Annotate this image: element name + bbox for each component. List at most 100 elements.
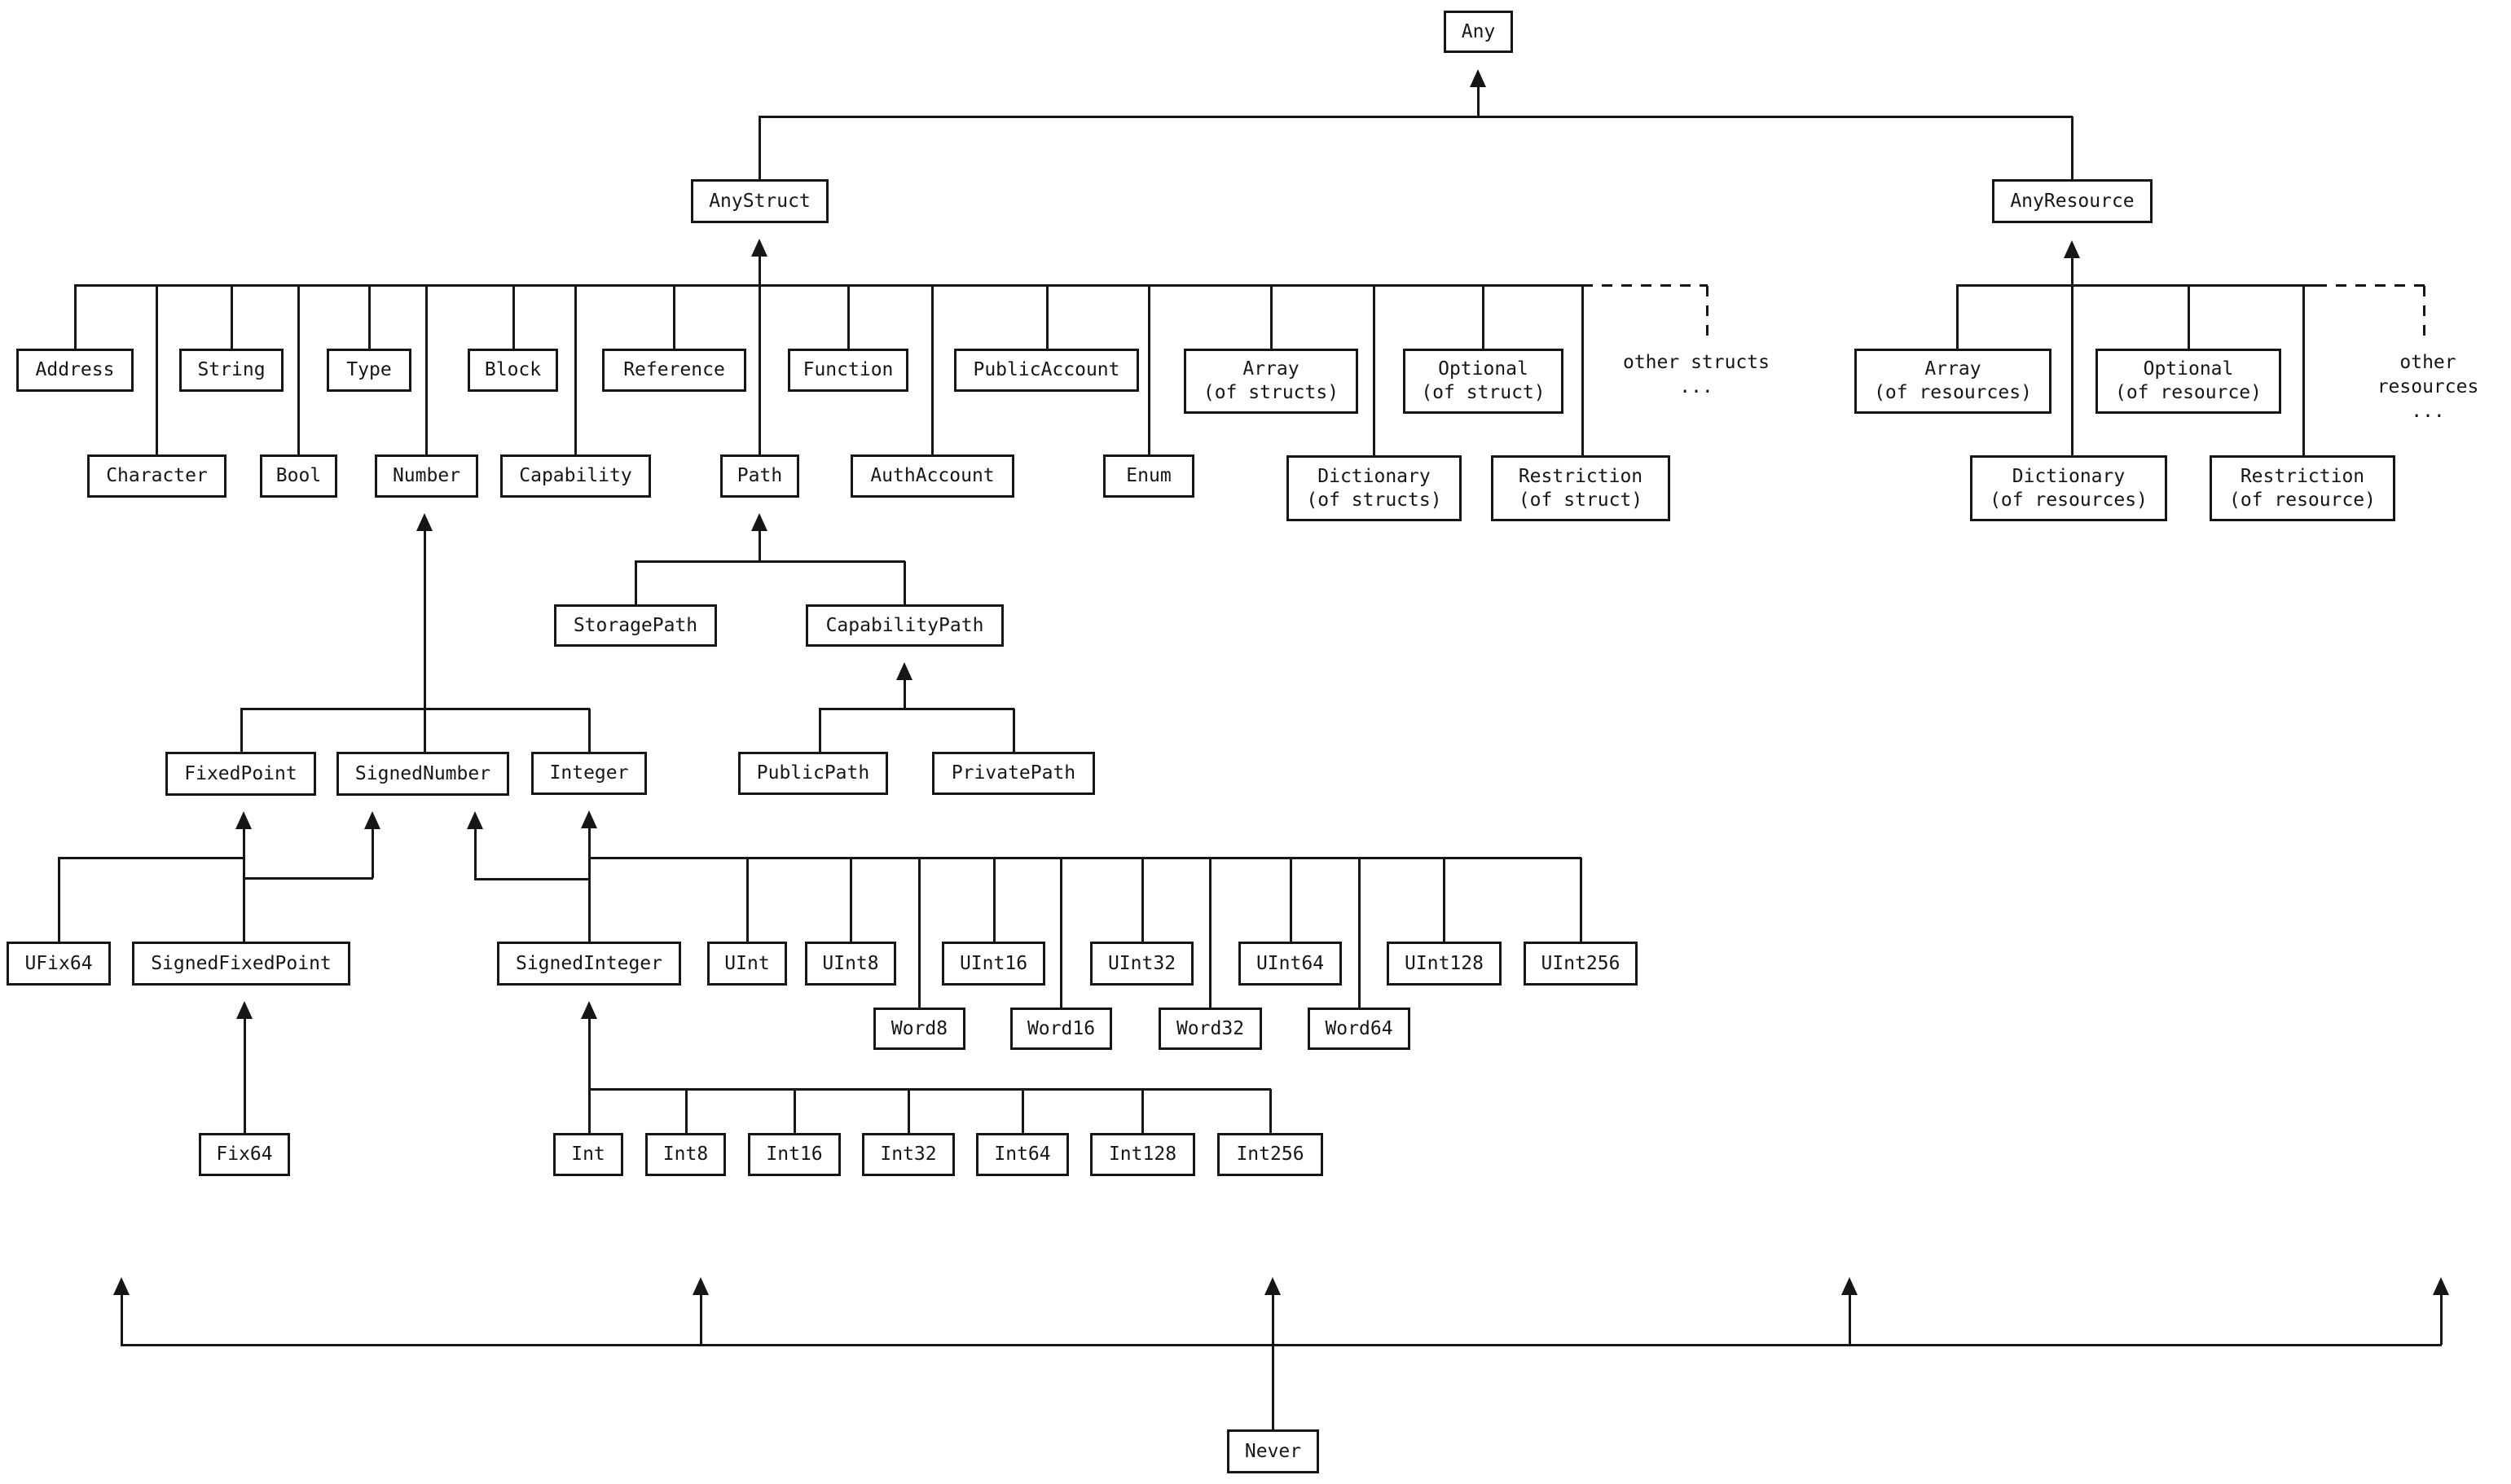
connector-line bbox=[574, 285, 577, 454]
node-int8: Int8 bbox=[645, 1133, 726, 1176]
node-uint128: UInt128 bbox=[1387, 942, 1502, 986]
arrowhead-up-icon bbox=[896, 662, 912, 680]
connector-line bbox=[2316, 284, 2425, 287]
node-int32: Int32 bbox=[862, 1133, 955, 1176]
connector-line bbox=[1581, 285, 1584, 455]
connector-line bbox=[819, 708, 1014, 710]
node-block: Block bbox=[468, 349, 558, 392]
arrowhead-up-icon bbox=[2433, 1277, 2449, 1295]
arrowhead-up-icon bbox=[1841, 1277, 1858, 1295]
node-uint: UInt bbox=[707, 942, 787, 986]
node-array-of-structs: Array (of structs) bbox=[1184, 349, 1358, 414]
connector-line bbox=[58, 857, 244, 859]
connector-line bbox=[918, 858, 921, 1008]
connector-line bbox=[474, 829, 477, 879]
connector-line bbox=[121, 1344, 2442, 1346]
node-restriction-of-struct: Restriction (of struct) bbox=[1491, 455, 1670, 521]
connector-line bbox=[156, 285, 158, 454]
connector-line bbox=[1046, 285, 1049, 349]
arrowhead-up-icon bbox=[693, 1277, 709, 1295]
connector-line bbox=[74, 284, 1584, 287]
arrowhead-up-icon bbox=[581, 1001, 597, 1019]
connector-line bbox=[1209, 858, 1212, 1008]
connector-line bbox=[1582, 284, 1708, 287]
node-int256: Int256 bbox=[1217, 1133, 1323, 1176]
node-privatepath: PrivatePath bbox=[932, 752, 1095, 795]
connector-line bbox=[297, 285, 300, 454]
arrowhead-up-icon bbox=[751, 239, 767, 257]
node-optional-of-struct: Optional (of struct) bbox=[1403, 349, 1563, 414]
connector-line bbox=[993, 858, 996, 942]
connector-line bbox=[1358, 858, 1361, 1008]
connector-line bbox=[588, 828, 591, 942]
connector-line bbox=[474, 878, 590, 880]
node-uint32: UInt32 bbox=[1090, 942, 1194, 986]
node-address: Address bbox=[16, 349, 134, 392]
connector-line bbox=[1141, 1089, 1144, 1133]
connector-line bbox=[1443, 858, 1445, 942]
connector-line bbox=[424, 531, 426, 752]
connector-line bbox=[746, 858, 749, 942]
connector-line bbox=[368, 285, 371, 349]
connector-line bbox=[1849, 1295, 1851, 1345]
node-integer: Integer bbox=[531, 752, 647, 795]
connector-line bbox=[2423, 286, 2425, 338]
connector-line bbox=[2302, 285, 2305, 455]
label-other-structs: other structs ... bbox=[1622, 352, 1770, 397]
node-dictionary-of-resources: Dictionary (of resources) bbox=[1970, 455, 2167, 521]
node-restriction-of-resource: Restriction (of resource) bbox=[2210, 455, 2395, 521]
connector-line bbox=[685, 1089, 688, 1133]
node-dictionary-of-structs: Dictionary (of structs) bbox=[1286, 455, 1462, 521]
connector-line bbox=[1270, 285, 1273, 349]
node-capabilitypath: CapabilityPath bbox=[806, 604, 1004, 647]
node-type: Type bbox=[327, 349, 411, 392]
node-never: Never bbox=[1227, 1429, 1319, 1473]
connector-line bbox=[588, 709, 591, 752]
connector-line bbox=[759, 116, 2073, 118]
connector-line bbox=[1272, 1345, 1274, 1429]
connector-line bbox=[74, 285, 77, 349]
node-anyresource: AnyResource bbox=[1992, 179, 2153, 223]
arrowhead-up-icon bbox=[2064, 240, 2080, 258]
connector-line bbox=[1482, 285, 1484, 349]
connector-line bbox=[1956, 284, 2318, 287]
node-int128: Int128 bbox=[1090, 1133, 1195, 1176]
connector-line bbox=[2440, 1295, 2443, 1345]
connector-line bbox=[121, 1295, 123, 1345]
node-storagepath: StoragePath bbox=[554, 604, 717, 647]
node-authaccount: AuthAccount bbox=[851, 454, 1014, 498]
connector-line bbox=[425, 285, 428, 454]
node-word8: Word8 bbox=[873, 1008, 965, 1050]
connector-line bbox=[759, 531, 761, 561]
connector-line bbox=[1022, 1089, 1024, 1133]
connector-line bbox=[240, 709, 243, 752]
connector-line bbox=[1060, 858, 1062, 1008]
connector-line bbox=[759, 257, 761, 454]
node-reference: Reference bbox=[602, 349, 746, 392]
arrowhead-up-icon bbox=[1264, 1277, 1281, 1295]
connector-line bbox=[588, 1019, 591, 1089]
node-signednumber: SignedNumber bbox=[336, 752, 509, 796]
node-bool: Bool bbox=[260, 454, 337, 498]
node-path: Path bbox=[720, 454, 799, 498]
node-function: Function bbox=[788, 349, 908, 392]
connector-line bbox=[512, 285, 515, 349]
node-string: String bbox=[179, 349, 284, 392]
arrowhead-up-icon bbox=[751, 513, 767, 531]
node-word64: Word64 bbox=[1308, 1008, 1410, 1050]
connector-line bbox=[372, 829, 374, 878]
connector-line bbox=[1580, 858, 1582, 942]
connector-line bbox=[850, 858, 852, 942]
node-uint256: UInt256 bbox=[1524, 942, 1638, 986]
node-uint8: UInt8 bbox=[805, 942, 896, 986]
connector-line bbox=[904, 680, 906, 709]
connector-line bbox=[635, 560, 905, 563]
node-fixedpoint: FixedPoint bbox=[165, 752, 316, 796]
connector-line bbox=[243, 877, 373, 880]
arrowhead-up-icon bbox=[416, 513, 433, 531]
node-int64: Int64 bbox=[976, 1133, 1069, 1176]
connector-line bbox=[1373, 285, 1375, 455]
node-word16: Word16 bbox=[1010, 1008, 1112, 1050]
connector-line bbox=[673, 285, 675, 349]
